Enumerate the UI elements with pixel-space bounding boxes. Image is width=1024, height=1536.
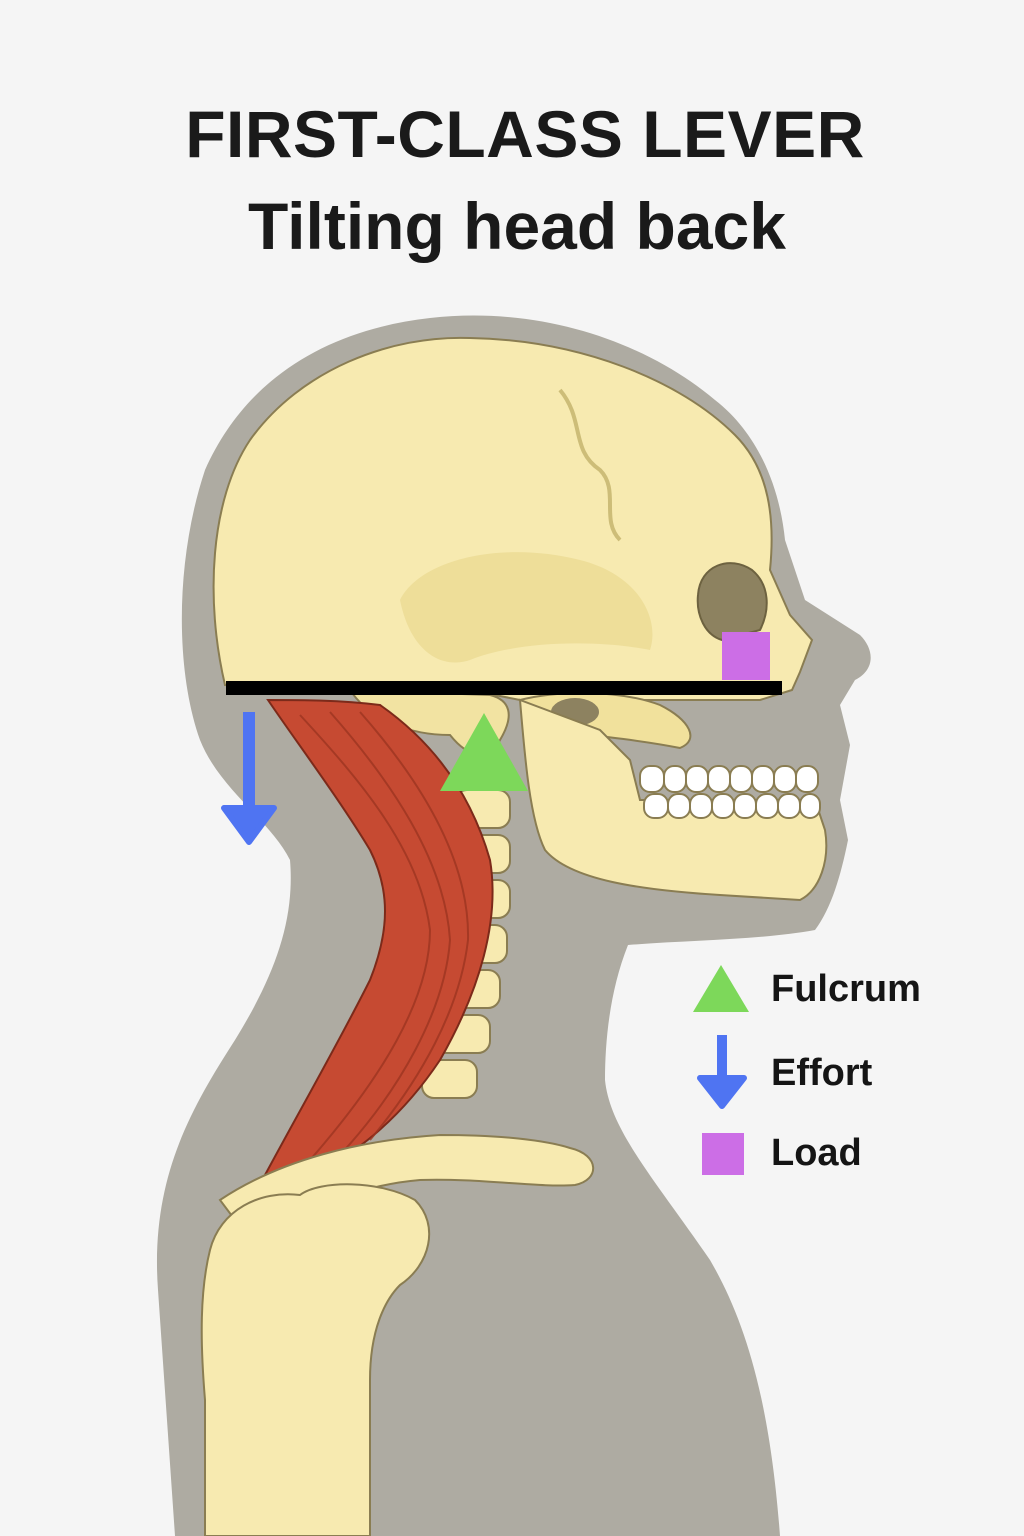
eye-orbit — [696, 562, 768, 642]
load-marker — [722, 632, 770, 680]
effort-arrow — [221, 712, 277, 845]
skull-cranium — [212, 336, 814, 701]
fulcrum-marker — [440, 713, 528, 791]
upper-teeth — [639, 765, 819, 793]
skull-suture — [558, 388, 622, 542]
legend-load-label: Load — [771, 1132, 862, 1174]
legend-effort-label: Effort — [771, 1052, 873, 1094]
muscle-fibers — [299, 711, 470, 1161]
lever-bar — [226, 681, 782, 695]
skull-shading — [400, 552, 653, 663]
page-subtitle: Tilting head back — [248, 189, 786, 263]
lower-teeth — [643, 793, 821, 819]
square-icon — [702, 1133, 744, 1175]
humerus — [200, 1183, 431, 1536]
legend-fulcrum-label: Fulcrum — [771, 968, 921, 1010]
triangle-icon — [693, 965, 749, 1012]
page-title: FIRST-CLASS LEVER — [185, 97, 865, 171]
down-arrow-icon — [697, 1035, 747, 1109]
